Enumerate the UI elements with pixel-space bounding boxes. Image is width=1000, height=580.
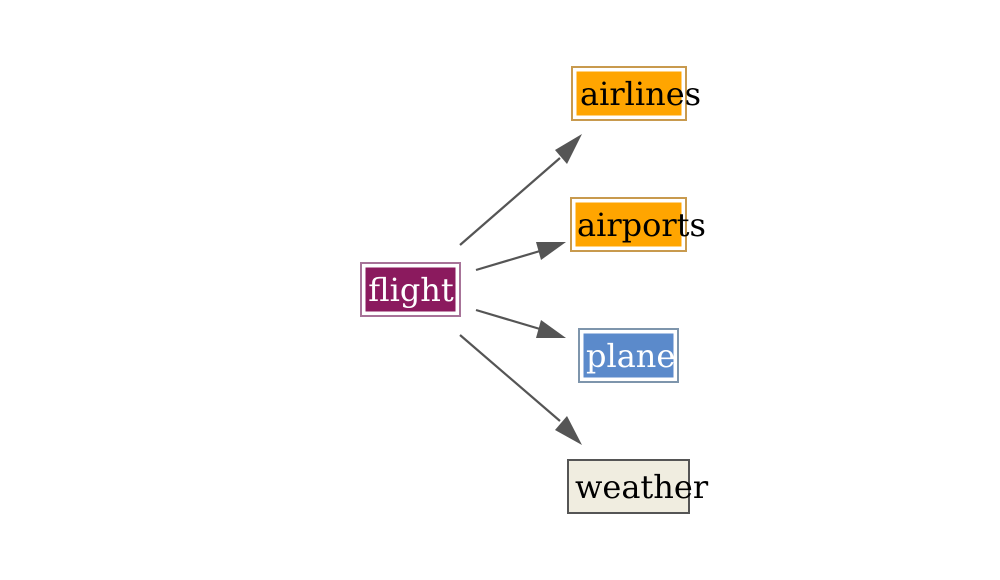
node-airports-label: airports bbox=[577, 206, 706, 244]
node-weather[interactable]: weather bbox=[567, 459, 709, 514]
edges-group bbox=[459, 134, 582, 445]
node-airlines-border bbox=[571, 66, 687, 121]
node-weather-border bbox=[567, 459, 690, 514]
node-airports-box bbox=[574, 201, 683, 248]
node-flight-border bbox=[360, 262, 461, 317]
node-flight-box bbox=[364, 266, 457, 313]
edge-flight-weather-arrowhead bbox=[555, 416, 582, 445]
node-flight-label: flight bbox=[368, 271, 454, 309]
edge-flight-plane-arrowhead bbox=[536, 320, 566, 338]
edge-flight-plane bbox=[475, 308, 541, 331]
edge-flight-weather bbox=[459, 334, 561, 422]
node-airports[interactable]: airports bbox=[570, 197, 706, 252]
node-airlines[interactable]: airlines bbox=[571, 66, 701, 121]
node-flight[interactable]: flight bbox=[360, 262, 461, 317]
edge-flight-airports bbox=[475, 249, 541, 272]
node-weather-label: weather bbox=[575, 468, 709, 506]
node-plane-border bbox=[578, 328, 679, 383]
edge-flight-airports-arrowhead bbox=[536, 242, 566, 260]
node-airports-border bbox=[570, 197, 687, 252]
node-airlines-box bbox=[575, 70, 683, 117]
node-plane-label: plane bbox=[586, 337, 675, 375]
edge-flight-airlines bbox=[459, 157, 561, 246]
node-weather-box bbox=[569, 461, 688, 512]
node-airlines-label: airlines bbox=[580, 75, 701, 113]
node-plane-box bbox=[582, 332, 675, 379]
node-plane[interactable]: plane bbox=[578, 328, 679, 383]
edge-flight-airlines-arrowhead bbox=[555, 134, 582, 164]
